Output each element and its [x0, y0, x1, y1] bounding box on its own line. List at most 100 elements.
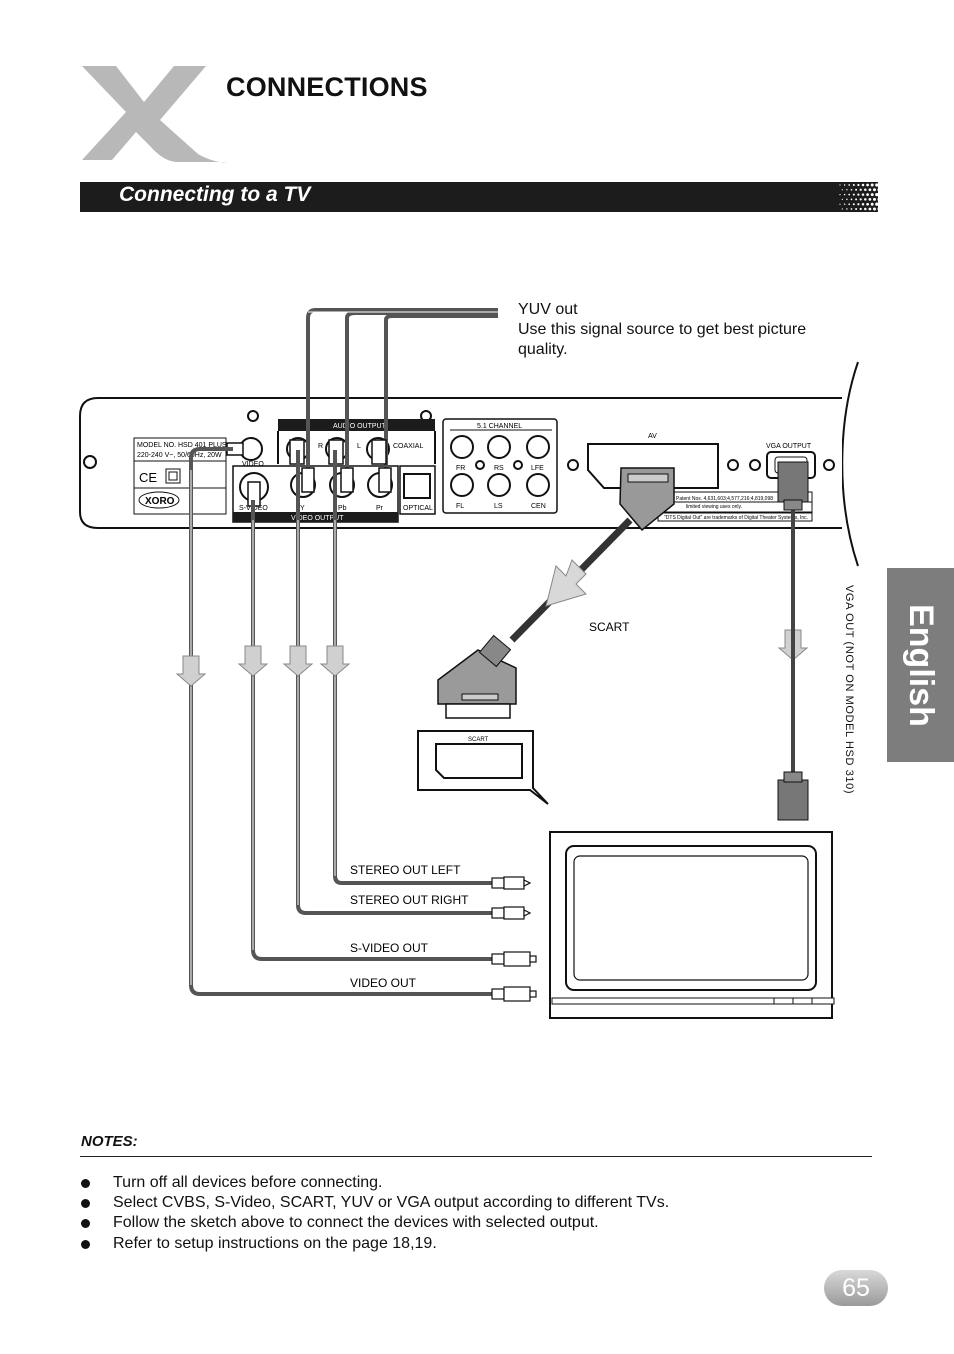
section-bar-dots: [839, 183, 880, 211]
video-out-label: VIDEO OUT: [350, 976, 417, 990]
page-number: 65: [842, 1273, 870, 1302]
halftone-dot: [843, 203, 846, 205]
notes-divider: [80, 1156, 872, 1157]
bullet-icon: [81, 1178, 90, 1188]
page-title: CONNECTIONS: [226, 72, 428, 102]
halftone-dot: [861, 202, 865, 206]
halftone-dot: [866, 183, 869, 187]
halftone-dot: [875, 202, 879, 206]
halftone-dot: [839, 194, 841, 196]
halftone-dot: [848, 193, 851, 196]
arrow-down-scart: [545, 559, 587, 607]
ce-mark-icon: CE: [139, 470, 157, 485]
cen-label: CEN: [531, 503, 546, 510]
halftone-dot: [875, 183, 879, 187]
halftone-dot: [868, 198, 872, 201]
optical-label: OPTICAL: [403, 505, 433, 512]
halftone-dot: [843, 184, 846, 186]
model-line1: MODEL NO. HSD 401 PLUS: [137, 442, 227, 449]
section-bar: [80, 182, 878, 212]
bullet-icon: [81, 1198, 90, 1208]
halftone-dot: [872, 197, 877, 201]
halftone-dot: [877, 188, 880, 192]
y-label: Y: [300, 505, 305, 512]
arrow-down-svideo: [237, 645, 269, 677]
halftone-dot: [839, 184, 841, 186]
s-video-out-label: S-VIDEO OUT: [350, 941, 429, 955]
bullet-icon: [81, 1239, 90, 1249]
licence-text: limited viewing uses only.: [686, 504, 742, 510]
halftone-dot: [861, 193, 865, 196]
halftone-dot: [839, 203, 841, 205]
rs-label: RS: [494, 465, 504, 472]
section-title: Connecting to a TV: [119, 183, 311, 206]
stereo-left-label: STEREO OUT LEFT: [350, 863, 461, 877]
xoro-x-logo: [82, 66, 226, 163]
audio-l-label: L: [357, 443, 361, 450]
av-label: AV: [648, 433, 657, 440]
fr-label: FR: [456, 465, 465, 472]
bullet-icon: [81, 1218, 90, 1228]
vga-note-text: VGA OUT (NOT ON MODEL HSD 310): [843, 585, 855, 795]
yuv-description: Use this signal source to get best pictu…: [518, 321, 807, 358]
vga-output-label: VGA OUTPUT: [766, 443, 812, 450]
halftone-dot: [848, 203, 851, 206]
halftone-dot: [857, 203, 860, 206]
halftone-dot: [877, 197, 880, 202]
yuv-callout: YUV out Use this signal source to get be…: [518, 300, 858, 360]
model-line2: 220-240 V~, 50/60Hz, 20W: [137, 452, 222, 459]
halftone-dot: [864, 188, 867, 192]
vga-note: VGA OUT (NOT ON MODEL HSD 310): [843, 585, 857, 815]
arrow-down-right: [282, 645, 314, 677]
panel-cut-line: [841, 361, 859, 567]
note-text: Follow the sketch above to connect the d…: [113, 1214, 599, 1231]
note-item: Refer to setup instructions on the page …: [81, 1235, 437, 1253]
note-text: Refer to setup instructions on the page …: [113, 1235, 437, 1252]
halftone-dot: [855, 188, 858, 191]
halftone-dot: [857, 183, 860, 187]
lfe-label: LFE: [531, 465, 544, 472]
language-tab: [887, 568, 954, 762]
yuv-title: YUV out: [518, 301, 578, 318]
video-label: VIDEO: [242, 461, 264, 468]
halftone-dot: [872, 207, 877, 211]
halftone-dot: [859, 207, 862, 211]
halftone-dot: [866, 193, 869, 196]
halftone-dot: [852, 184, 855, 186]
halftone-dot: [843, 193, 846, 196]
halftone-dot: [870, 202, 874, 206]
halftone-dot: [868, 207, 872, 211]
brand-logo: XORO: [145, 496, 175, 507]
halftone-dot: [846, 208, 848, 210]
halftone-dot: [852, 193, 855, 196]
language-tab-text: English: [887, 568, 954, 762]
halftone-dot: [875, 192, 879, 197]
halftone-dot: [872, 188, 877, 192]
scart-cable-label: SCART: [589, 620, 630, 634]
halftone-dot: [852, 203, 855, 206]
channel-label: 5.1 CHANNEL: [477, 423, 522, 430]
halftone-dot: [859, 198, 862, 201]
arrow-down-left: [319, 645, 351, 677]
patent-text: Patent Nos. 4,631,603;4,577,216;4,819,09…: [676, 496, 773, 502]
fl-label: FL: [456, 503, 464, 510]
pr-label: Pr: [376, 505, 384, 512]
halftone-dot: [855, 208, 858, 210]
halftone-dot: [855, 198, 858, 201]
halftone-dot: [864, 198, 867, 201]
dts-text: "DTS Digital Out" are trademarks of Digi…: [664, 515, 808, 521]
halftone-dot: [857, 193, 860, 196]
scart-socket-label: SCART: [468, 737, 489, 743]
halftone-dot: [841, 198, 843, 200]
halftone-dot: [850, 208, 853, 210]
halftone-dot: [877, 207, 880, 211]
halftone-dot: [861, 183, 865, 187]
note-text: Select CVBS, S-Video, SCART, YUV or VGA …: [113, 1194, 670, 1211]
notes-title: NOTES:: [81, 1133, 138, 1150]
halftone-dot: [866, 202, 869, 206]
halftone-dot: [868, 188, 872, 192]
note-text: Turn off all devices before connecting.: [113, 1174, 383, 1191]
language-label: English: [902, 603, 941, 727]
halftone-dot: [848, 184, 851, 186]
